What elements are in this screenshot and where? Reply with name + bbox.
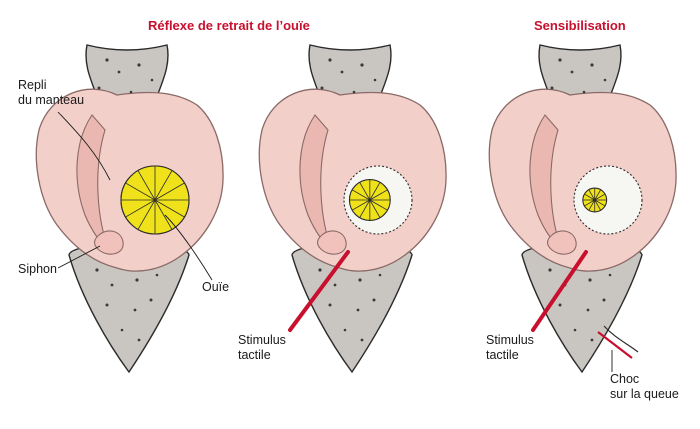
label-mantle-fold-line2: du manteau <box>18 93 85 107</box>
label-siphon: Siphon <box>18 262 57 276</box>
gill-2 <box>343 165 413 235</box>
label-tail-shock-line2: sur la queue <box>610 387 679 401</box>
label-stimulus-1-line2: tactile <box>238 348 271 362</box>
label-stimulus-1: Stimulus tactile <box>238 333 286 363</box>
label-tail-shock: Choc sur la queue <box>610 372 679 402</box>
leader-mantle-fold <box>57 111 111 181</box>
label-mantle-fold-line1: Repli <box>18 78 47 92</box>
label-gill: Ouïe <box>202 280 230 294</box>
tail-electrode <box>597 331 633 359</box>
label-tail-shock-line1: Choc <box>610 372 640 386</box>
gill-1 <box>120 165 190 235</box>
leader-siphon <box>57 245 101 269</box>
stimulus-probe-2 <box>531 250 588 332</box>
label-stimulus-2: Stimulus tactile <box>486 333 534 363</box>
tail-electrode-wire <box>603 325 639 353</box>
title-habituation: Réflexe de retrait de l’ouïe <box>148 18 310 33</box>
stimulus-probe-1 <box>288 250 350 332</box>
title-sensitization: Sensibilisation <box>534 18 626 33</box>
gill-3 <box>573 165 643 235</box>
label-stimulus-1-line1: Stimulus <box>238 333 286 347</box>
label-stimulus-2-line2: tactile <box>486 348 519 362</box>
leader-gill <box>164 214 213 281</box>
label-stimulus-2-line1: Stimulus <box>486 333 534 347</box>
label-mantle-fold: Repli du manteau <box>18 78 84 108</box>
